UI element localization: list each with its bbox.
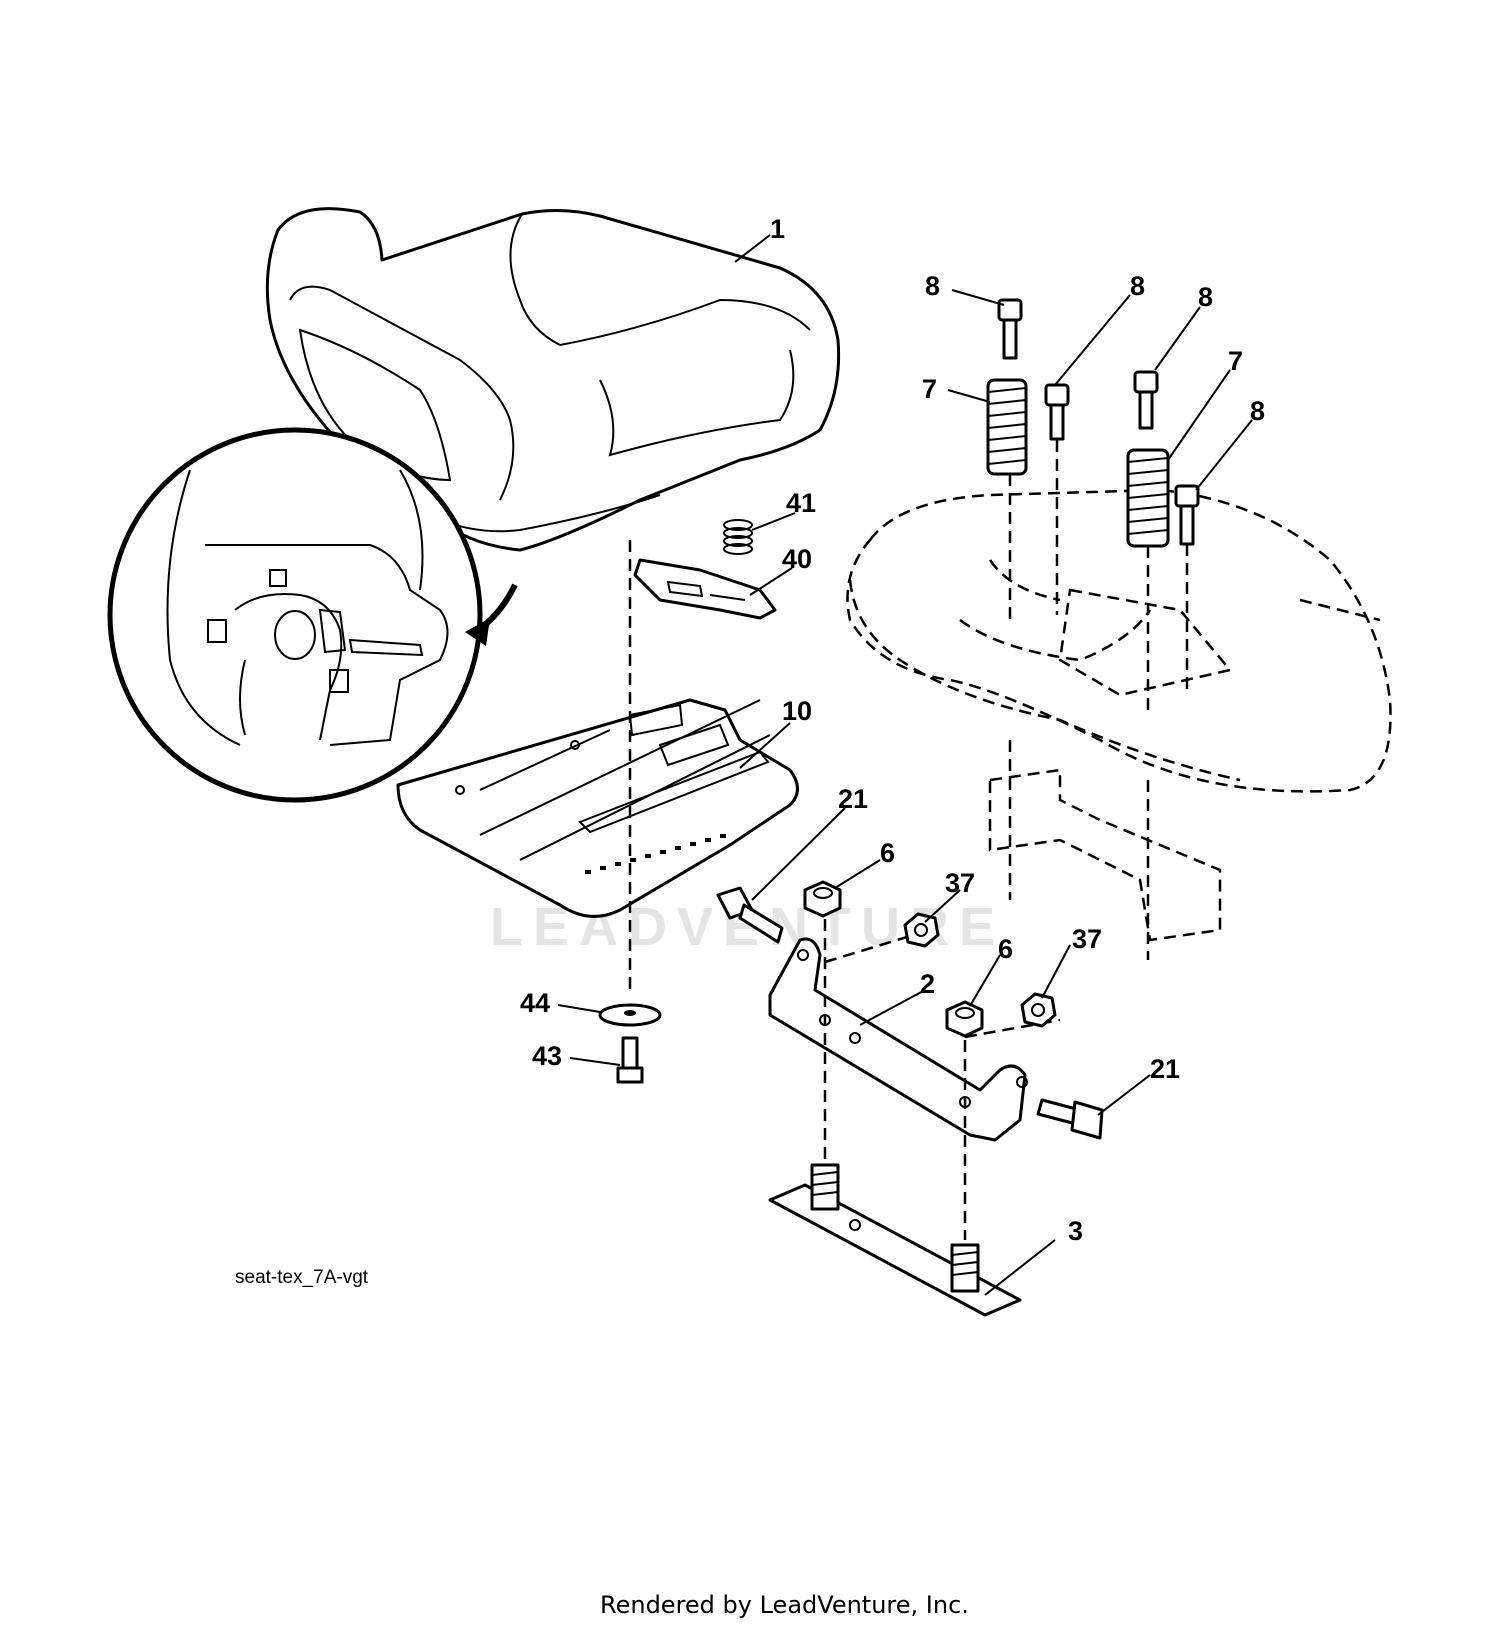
callout-7: 7 xyxy=(1228,346,1243,376)
screws-8 xyxy=(997,298,1200,546)
callout-7: 7 xyxy=(922,374,937,404)
callout-1: 1 xyxy=(770,214,785,244)
callout-8: 8 xyxy=(1198,282,1213,312)
nut-6-lower xyxy=(945,1000,984,1038)
spring-7-left xyxy=(986,378,1028,476)
plate-3 xyxy=(768,1163,1022,1317)
spring-41 xyxy=(723,519,753,555)
callout-6: 6 xyxy=(880,838,895,868)
nut-6-upper xyxy=(803,880,842,918)
latch-40 xyxy=(633,558,777,620)
footer-credit: Rendered by LeadVenture, Inc. xyxy=(600,1591,969,1619)
callout-3: 3 xyxy=(1068,1216,1083,1246)
seat xyxy=(265,207,841,552)
frame-outline xyxy=(846,488,1392,942)
nut-37-lower xyxy=(1020,992,1057,1028)
callout-43: 43 xyxy=(532,1041,562,1071)
callout-2: 2 xyxy=(920,969,935,999)
bracket-2 xyxy=(768,937,1028,1142)
callouts: 1 8 8 8 7 7 8 41 40 10 21 6 37 6 37 2 44… xyxy=(520,214,1265,1246)
callout-8: 8 xyxy=(925,271,940,301)
callout-40: 40 xyxy=(782,544,812,574)
callout-6: 6 xyxy=(998,934,1013,964)
washer-44 xyxy=(598,1003,662,1027)
callout-44: 44 xyxy=(520,988,550,1018)
callout-8: 8 xyxy=(1250,396,1265,426)
callout-41: 41 xyxy=(786,488,816,518)
callout-10: 10 xyxy=(782,696,812,726)
diagram-caption: seat-tex_7A-vgt xyxy=(235,1267,369,1288)
bolt-21-left xyxy=(716,886,784,944)
nut-37-upper xyxy=(903,912,940,948)
callout-37: 37 xyxy=(1072,924,1102,954)
callout-37: 37 xyxy=(945,868,975,898)
spring-7-right xyxy=(1126,448,1170,548)
seat-pan-10 xyxy=(396,698,799,918)
callout-21: 21 xyxy=(838,784,868,814)
bolt-43 xyxy=(616,1036,644,1084)
leader-lines xyxy=(557,234,1253,1296)
detail-magnifier xyxy=(107,427,518,803)
callout-21: 21 xyxy=(1150,1054,1180,1084)
callout-8: 8 xyxy=(1130,271,1145,301)
bolt-21-right xyxy=(1036,1098,1104,1140)
